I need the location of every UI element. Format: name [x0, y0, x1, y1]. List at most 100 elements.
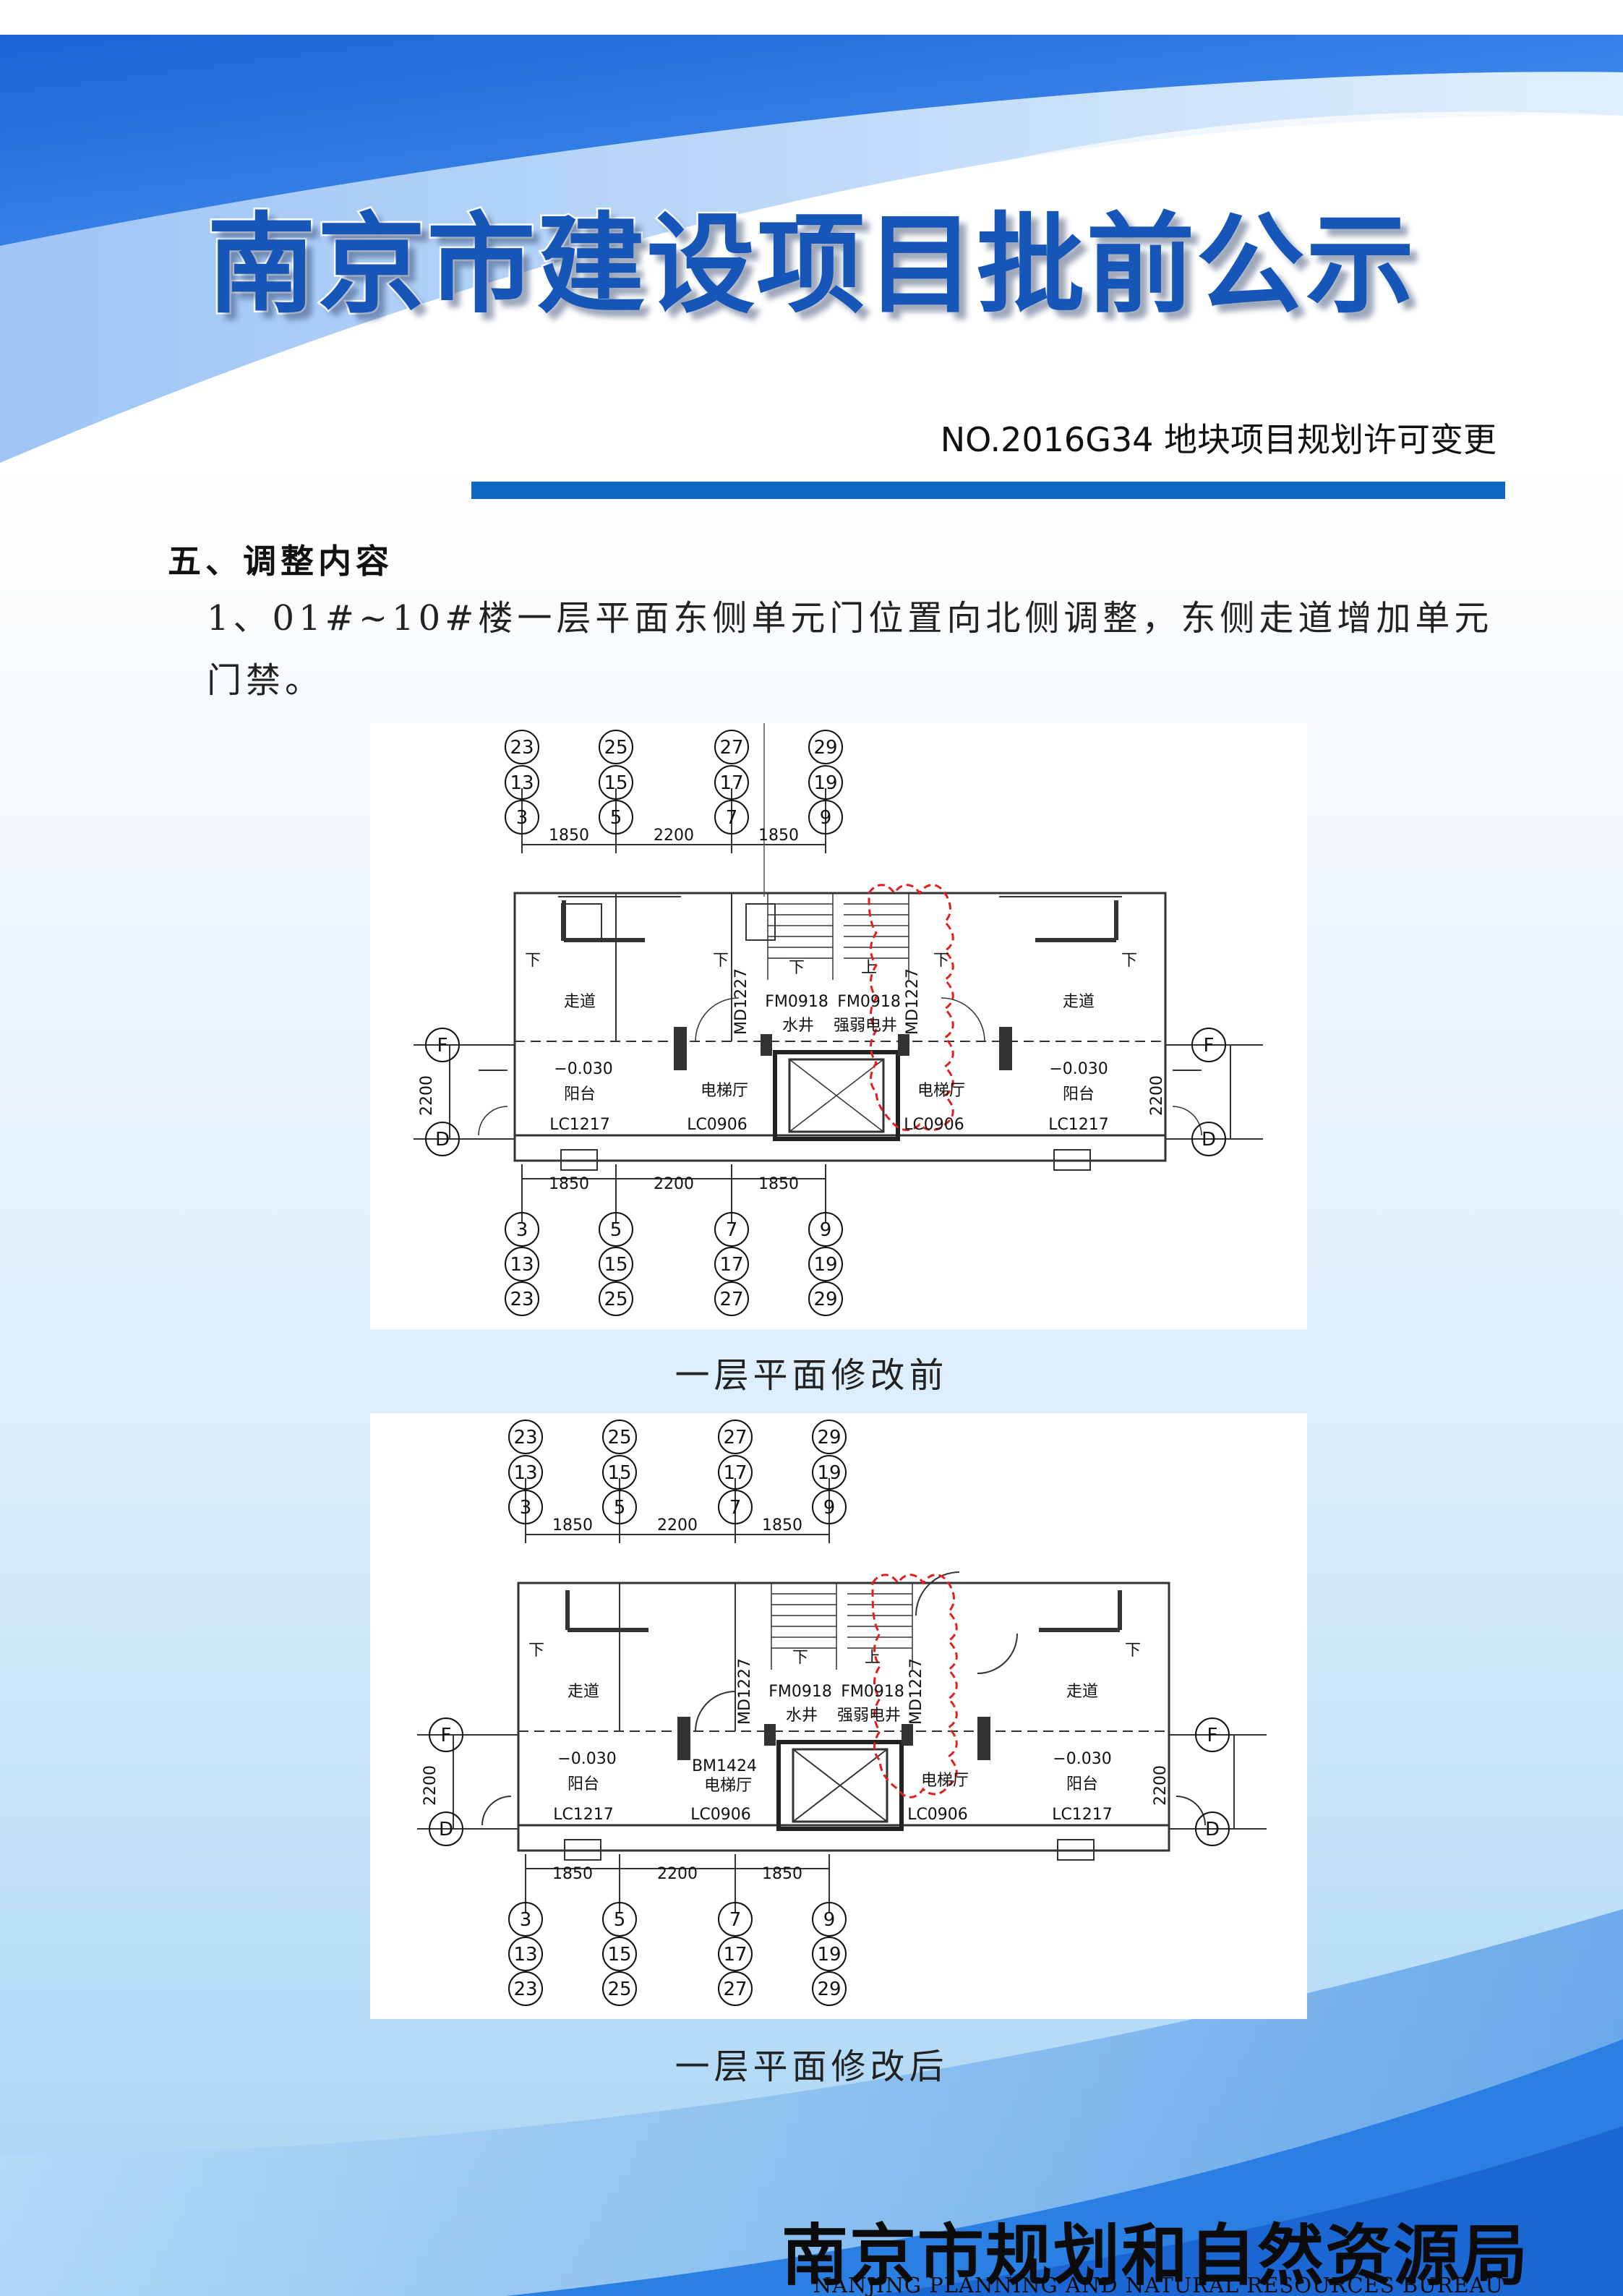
axis-label: 25	[604, 737, 628, 759]
axis-label: 13	[510, 1254, 534, 1276]
level-label: −0.030	[1049, 1060, 1108, 1078]
axis-label: 7	[729, 1497, 742, 1519]
room-label: 走道	[1063, 993, 1095, 1011]
room-label: 阳台	[1063, 1085, 1095, 1104]
axis-label: 25	[604, 1289, 628, 1310]
axis-label: 15	[604, 772, 628, 794]
room-label: 阳台	[564, 1085, 596, 1104]
door-label: MD1227	[907, 1658, 925, 1725]
axis-label: 17	[719, 772, 743, 794]
axis-label: F	[441, 1725, 452, 1746]
axis-label: 19	[813, 772, 837, 794]
dimension-label: 1850	[552, 1865, 593, 1883]
axis-label: 5	[610, 807, 622, 829]
axis-label: 3	[516, 807, 528, 829]
axis-label: 3	[520, 1909, 532, 1931]
window-label: LC1217	[553, 1806, 614, 1824]
axis-label: F	[437, 1035, 448, 1057]
axis-label: 13	[510, 772, 534, 794]
dimension-label: 2200	[1148, 1075, 1166, 1116]
axis-label: 23	[510, 737, 534, 759]
axis-label: 17	[719, 1254, 743, 1276]
room-label: 水井	[786, 1707, 818, 1725]
stair-direction: 下	[525, 952, 541, 970]
room-label: 强弱电井	[834, 1017, 897, 1035]
stair-direction: 下	[1121, 952, 1137, 970]
axis-label: 29	[817, 1427, 841, 1448]
axis-label: 3	[520, 1497, 532, 1519]
axis-label: D	[435, 1129, 450, 1151]
axis-label: 27	[723, 1427, 747, 1448]
axis-label: 23	[513, 1979, 537, 2000]
axis-label: 19	[813, 1254, 837, 1276]
document-number: NO.2016G34 地块项目规划许可变更	[940, 420, 1496, 459]
stair-direction: 下	[1125, 1642, 1141, 1660]
axis-label: 17	[723, 1462, 747, 1484]
revision-cloud	[868, 884, 954, 1131]
door-label: MD1227	[736, 1658, 754, 1725]
section-heading: 五、调整内容	[168, 542, 393, 581]
room-label: 水井	[782, 1017, 814, 1035]
dimension-label: 1850	[762, 1516, 802, 1535]
axis-label: 5	[614, 1909, 626, 1931]
room-label: 电梯厅	[917, 1082, 965, 1100]
axis-label: 5	[614, 1497, 626, 1519]
axis-label: 9	[820, 1219, 832, 1241]
dimension-label: 2200	[421, 1765, 440, 1806]
bureau-name-english: NANJING PLANNING AND NATURAL RESOURCES B…	[813, 2273, 1504, 2296]
axis-label: 19	[817, 1462, 841, 1484]
room-label: 走道	[568, 1683, 599, 1701]
room-label: 强弱电井	[837, 1707, 901, 1725]
stair-direction: 下	[528, 1642, 544, 1660]
level-label: −0.030	[554, 1060, 612, 1078]
window-label: LC0906	[907, 1806, 968, 1824]
axis-label: 29	[813, 737, 837, 759]
stair-direction: 下	[789, 959, 805, 977]
axis-label: 19	[817, 1944, 841, 1966]
axis-label: 25	[607, 1427, 631, 1448]
window-label: LC1217	[549, 1116, 610, 1134]
door-label: MD1227	[904, 968, 922, 1035]
room-label: 阳台	[1066, 1775, 1098, 1793]
door-label: FM0918	[841, 1683, 904, 1701]
revision-cloud	[871, 1574, 958, 1798]
axis-label: F	[1207, 1725, 1218, 1746]
dimension-label: 1850	[549, 1175, 589, 1193]
axis-label: 15	[604, 1254, 628, 1276]
axis-label: 27	[719, 737, 743, 759]
stair-direction: 下	[713, 952, 729, 970]
axis-label: 9	[823, 1909, 836, 1931]
room-label: 阳台	[568, 1775, 599, 1793]
door-label: MD1227	[732, 968, 750, 1035]
axis-label: 9	[820, 807, 832, 829]
room-label: 走道	[1066, 1683, 1098, 1701]
axis-label: D	[439, 1819, 453, 1840]
dimension-label: 1850	[549, 827, 589, 845]
dimension-label: 2200	[654, 1175, 694, 1193]
axis-label: 7	[726, 807, 738, 829]
level-label: −0.030	[1053, 1750, 1111, 1768]
dimension-label: 2200	[657, 1516, 698, 1535]
dimension-label: 1850	[552, 1516, 593, 1535]
stair-direction: 上	[861, 959, 877, 977]
axis-label: F	[1204, 1035, 1215, 1057]
axis-label: 23	[513, 1427, 537, 1448]
plan-caption-after: 一层平面修改后	[675, 2047, 948, 2087]
axis-label: 27	[719, 1289, 743, 1310]
door-label: FM0918	[768, 1683, 832, 1701]
window-label: LC1217	[1048, 1116, 1109, 1134]
axis-label: 9	[823, 1497, 836, 1519]
axis-label: 7	[729, 1909, 742, 1931]
room-label: 电梯厅	[921, 1772, 969, 1790]
axis-label: 7	[726, 1219, 738, 1241]
room-label: 走道	[564, 993, 596, 1011]
window-label: LC0906	[904, 1116, 964, 1134]
axis-label: 27	[723, 1979, 747, 2000]
axis-label: 15	[607, 1462, 631, 1484]
adjustment-paragraph: 1、01#~10#楼一层平面东侧单元门位置向北侧调整，东侧走道增加单元门禁。	[207, 598, 1494, 701]
dimension-label: 2200	[418, 1075, 436, 1116]
window-label: LC0906	[687, 1116, 748, 1134]
dimension-label: 1850	[758, 1175, 799, 1193]
